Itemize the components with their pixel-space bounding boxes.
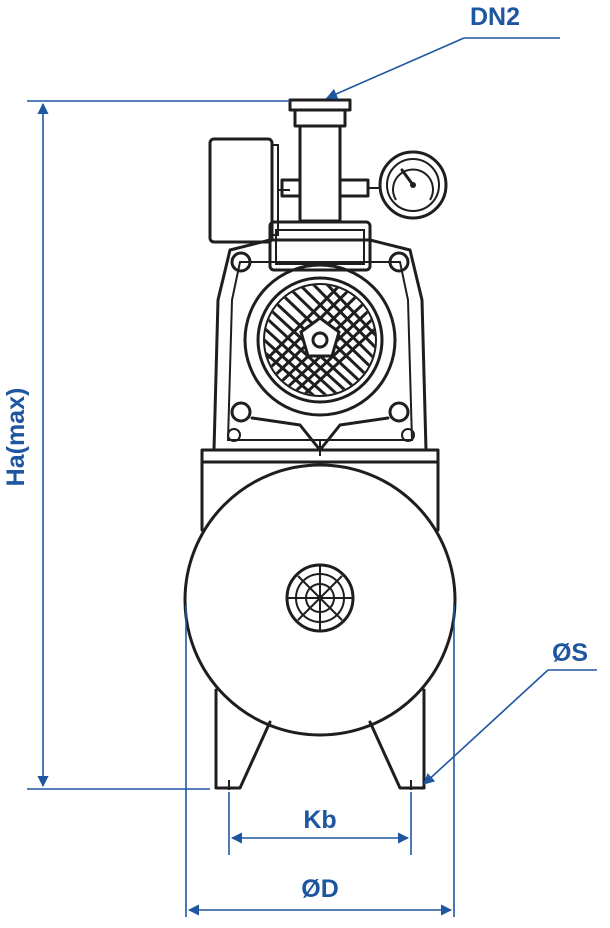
dimension-labels: DN2 Ha(max) ØS Kb ØD <box>2 3 588 903</box>
motor-terminal-box <box>268 220 372 272</box>
height-label: Ha(max) <box>2 388 30 487</box>
pressure-tank <box>183 460 457 737</box>
pressure-gauge <box>378 150 448 220</box>
tank-diameter-label: ØD <box>301 875 339 903</box>
fan-grille <box>265 285 375 395</box>
tank-feet <box>214 688 426 790</box>
base-distance-label: Kb <box>303 806 336 834</box>
outlet-label: DN2 <box>470 3 520 31</box>
pressure-switch <box>208 137 290 244</box>
hole-label: ØS <box>552 639 588 667</box>
mount-plate <box>200 448 440 464</box>
discharge-pipe <box>280 98 380 223</box>
pump-motor <box>212 238 428 456</box>
outlet-leader-arrow <box>325 37 465 100</box>
dimensions <box>27 37 597 917</box>
pump-drawing <box>183 98 457 790</box>
hole-leader-arrow <box>423 669 549 785</box>
